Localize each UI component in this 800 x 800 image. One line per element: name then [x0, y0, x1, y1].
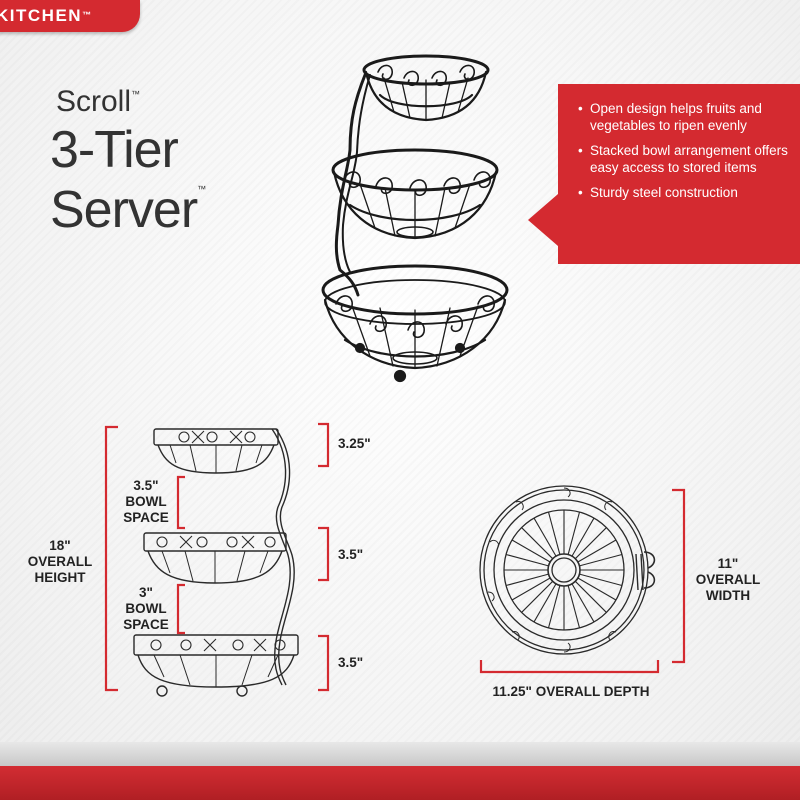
feature-item: Sturdy steel construction	[578, 184, 788, 201]
side-view-diagram	[133, 428, 299, 697]
basket-spoke	[571, 583, 595, 623]
basket-spoke	[511, 577, 551, 601]
basket-spoke	[547, 511, 561, 555]
basket-spoke	[577, 539, 617, 563]
basket-spoke	[574, 527, 607, 560]
basket-spoke	[533, 517, 557, 557]
basket-spoke	[571, 517, 595, 557]
basket-spoke	[577, 577, 617, 601]
middle-bowl-height-label: 3.5"	[338, 547, 364, 562]
basket-spoke	[574, 580, 607, 613]
top-bowl-height-label: 3.25"	[338, 436, 371, 451]
feature-item: Open design helps fruits and vegetables …	[578, 100, 788, 134]
top-view-diagram	[479, 485, 656, 655]
basket-spoke	[521, 580, 554, 613]
basket-spoke	[579, 553, 623, 567]
feature-list: Open design helps fruits and vegetables …	[578, 100, 788, 209]
product-title-line-1: 3-Tier	[50, 121, 179, 179]
basket-spoke	[579, 573, 623, 587]
bowl-space-1-label: 3.5" BOWL SPACE	[123, 478, 169, 525]
basket-spoke	[547, 585, 561, 629]
bowl-space-2-label: 3" BOWL SPACE	[123, 585, 169, 632]
brand-logo: KITCHEN™	[0, 6, 93, 25]
product-photo	[321, 54, 509, 383]
product-title-line-2: Server™	[50, 181, 206, 239]
basket-spoke	[567, 585, 581, 629]
overall-depth-label: 11.25" OVERALL DEPTH	[492, 684, 650, 699]
basket-spoke	[505, 553, 549, 567]
brand-tab: KITCHEN™	[0, 0, 140, 32]
overall-height-label: 18" OVERALL HEIGHT	[27, 538, 93, 585]
footer-red-band	[0, 766, 800, 800]
basket-spoke	[567, 511, 581, 555]
basket-spoke	[521, 527, 554, 560]
feature-item: Stacked bowl arrangement offers easy acc…	[578, 142, 788, 176]
basket-spoke	[505, 573, 549, 587]
basket-spoke	[511, 539, 551, 563]
footer-gray-band	[0, 742, 800, 766]
product-series-name: Scroll™	[56, 85, 141, 118]
basket-spoke	[533, 583, 557, 623]
overall-width-label: 11" OVERALL WIDTH	[695, 556, 761, 603]
bottom-bowl-height-label: 3.5"	[338, 655, 364, 670]
